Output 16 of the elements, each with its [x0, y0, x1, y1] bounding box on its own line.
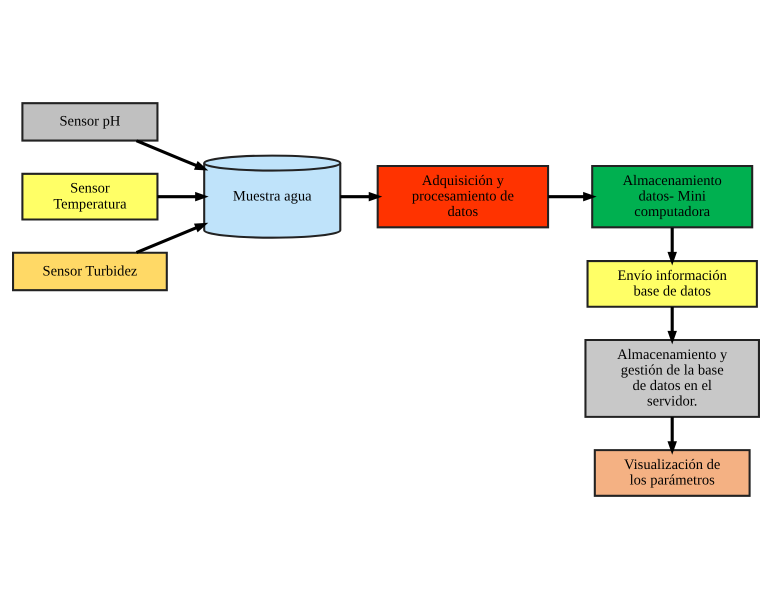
node-box: Sensor Temperatura: [21, 172, 158, 221]
node-box: Adquisición y procesamiento de datos: [376, 164, 550, 228]
node-box: Envío información base de datos: [586, 260, 758, 308]
node-box: Sensor pH: [21, 102, 158, 142]
arrow: [667, 307, 677, 344]
arrow: [136, 222, 208, 254]
node-box: Almacenamiento datos- Mini computadora: [591, 164, 754, 228]
arrow: [667, 417, 677, 455]
arrow: [548, 192, 597, 202]
arrow: [158, 192, 209, 202]
node-box: Visualización de los parámetros: [594, 449, 751, 497]
node-box: Almacenamiento y gestión de la base de datos en el servidor.: [584, 338, 760, 418]
node-box: Sensor Turbidez: [12, 252, 168, 292]
arrow: [136, 139, 208, 171]
arrow: [667, 228, 677, 266]
arrow: [340, 192, 382, 202]
